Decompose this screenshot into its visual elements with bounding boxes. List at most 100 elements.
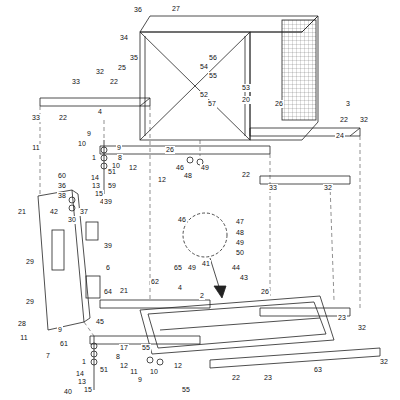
callout-number: 14 <box>75 370 85 378</box>
callout-number: 39 <box>103 242 113 250</box>
callout-number: 33 <box>31 114 41 122</box>
callout-number: 3 <box>345 100 351 108</box>
callout-number: 32 <box>359 116 369 124</box>
callout-number: 27 <box>171 5 181 13</box>
callout-number: 60 <box>57 172 67 180</box>
callout-number: 53 <box>241 84 251 92</box>
callout-number: 48 <box>183 172 193 180</box>
callout-number: 54 <box>199 63 209 71</box>
callout-number: 33 <box>71 78 81 86</box>
callout-number: 40 <box>63 388 73 396</box>
callout-number: 36 <box>57 182 67 190</box>
callout-number: 29 <box>25 258 35 266</box>
callout-number: 26 <box>165 146 175 154</box>
callout-number: 11 <box>129 368 138 376</box>
callout-number: 8 <box>117 154 123 162</box>
callout-number: 35 <box>129 54 139 62</box>
callout-number: 9 <box>86 130 92 138</box>
callout-number: 55 <box>181 386 191 394</box>
callout-number: 49 <box>235 239 245 247</box>
callout-number: 39 <box>103 198 113 206</box>
callout-number: 22 <box>231 374 241 382</box>
callout-number: 29 <box>25 298 35 306</box>
callout-number: 63 <box>313 366 323 374</box>
callout-number: 23 <box>337 314 347 322</box>
callout-number: 13 <box>91 182 101 190</box>
callout-number: 1 <box>91 154 97 162</box>
callout-number: 8 <box>115 353 121 361</box>
callout-number: 55 <box>208 72 218 80</box>
callout-number: 7 <box>45 352 51 360</box>
callout-number: 11 <box>31 144 40 152</box>
callout-number: 57 <box>207 100 217 108</box>
callout-number: 10 <box>149 368 159 376</box>
callout-number: 49 <box>200 164 210 172</box>
callout-number: 51 <box>99 366 109 374</box>
callout-number: 12 <box>157 176 167 184</box>
callout-number: 46 <box>175 164 185 172</box>
callout-number: 41 <box>201 260 211 268</box>
callout-number: 44 <box>231 264 241 272</box>
callout-number: 9 <box>57 326 63 334</box>
callout-number: 30 <box>67 216 77 224</box>
callout-number: 2 <box>199 292 205 300</box>
frame-side <box>250 16 318 140</box>
callout-number: 4 <box>97 108 103 116</box>
rail-63 <box>210 348 380 368</box>
callout-number: 34 <box>119 34 129 42</box>
callout-number: 1 <box>81 358 87 366</box>
callout-number: 33 <box>268 184 278 192</box>
callout-number: 37 <box>79 208 89 216</box>
callout-number: 56 <box>208 54 218 62</box>
callout-number: 59 <box>107 182 117 190</box>
callout-number: 24 <box>335 132 345 140</box>
callout-number: 61 <box>59 340 69 348</box>
callout-number: 38 <box>57 192 67 200</box>
callout-number: 48 <box>235 229 245 237</box>
callout-number: 36 <box>133 6 143 14</box>
bracket <box>38 190 84 330</box>
tray <box>140 296 334 354</box>
callout-number: 50 <box>235 249 245 257</box>
callout-number: 62 <box>150 278 160 286</box>
callout-number: 64 <box>103 288 113 296</box>
callout-number: 46 <box>177 216 187 224</box>
callout-number: 49 <box>187 264 197 272</box>
callout-number: 65 <box>173 264 183 272</box>
callout-number: 11 <box>19 334 28 342</box>
callout-number: 25 <box>117 64 127 72</box>
callout-number: 21 <box>119 287 129 295</box>
callout-number: 47 <box>235 218 245 226</box>
callout-number: 17 <box>119 344 129 352</box>
callout-number: 45 <box>95 318 105 326</box>
callout-number: 21 <box>17 208 27 216</box>
callout-number: 14 <box>90 174 100 182</box>
callout-number: 52 <box>199 91 209 99</box>
rail <box>40 98 150 106</box>
callout-number: 23 <box>263 374 273 382</box>
callout-number: 22 <box>339 116 349 124</box>
callout-number: 12 <box>119 362 129 370</box>
callout-number: 12 <box>173 362 183 370</box>
callout-number: 32 <box>95 68 105 76</box>
callout-number: 32 <box>357 324 367 332</box>
callout-number: 32 <box>379 358 389 366</box>
callout-number: 26 <box>260 288 270 296</box>
callout-number: 32 <box>323 184 333 192</box>
callout-number: 10 <box>77 140 87 148</box>
callout-number: 6 <box>105 264 111 272</box>
callout-number: 13 <box>77 378 87 386</box>
callout-number: 9 <box>137 376 143 384</box>
callout-number: 4 <box>177 284 183 292</box>
callout-number: 15 <box>94 190 104 198</box>
callout-number: 9 <box>116 144 122 152</box>
callout-number: 22 <box>241 171 251 179</box>
callout-number: 55 <box>141 344 151 352</box>
callout-number: 26 <box>274 100 284 108</box>
callout-number: 15 <box>83 386 93 394</box>
callout-number: 42 <box>49 208 59 216</box>
callout-number: 22 <box>58 114 68 122</box>
callout-number: 22 <box>109 78 119 86</box>
callout-number: 28 <box>17 320 27 328</box>
callout-number: 20 <box>241 96 251 104</box>
